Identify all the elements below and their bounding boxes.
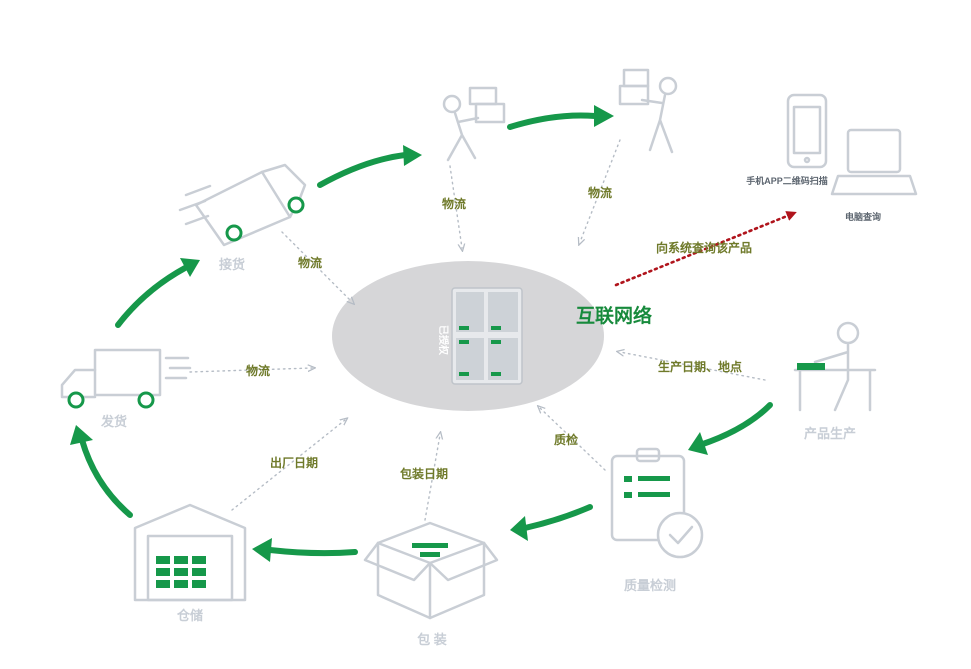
flow-line-logistics-2 — [580, 139, 621, 242]
quality-node: 质量检测 — [610, 447, 704, 593]
smartphone-icon — [786, 93, 828, 169]
worker-carrying-icon — [442, 86, 506, 162]
label-qc: 质检 — [554, 432, 578, 447]
receiving-node: 接货 — [178, 163, 307, 272]
flow-line-qc — [540, 408, 606, 471]
hub: 已授权 互联网络 — [332, 261, 652, 411]
flow-line-logistics-3 — [281, 231, 352, 302]
label-packaging: 包 装 — [417, 632, 447, 647]
arrow-head — [594, 105, 614, 127]
label-phone-scan: 手机APP二维码扫描 — [746, 175, 828, 186]
flow-line-pack-date — [424, 435, 440, 521]
worker-desk-icon — [793, 321, 877, 412]
label-logistics-3: 物流 — [298, 255, 322, 270]
arrow-head — [252, 538, 272, 562]
label-quality: 质量检测 — [624, 578, 676, 593]
label-logistics-4: 物流 — [246, 363, 270, 378]
arrow-head — [70, 425, 93, 445]
server-rack-icon: 已授权 — [437, 287, 523, 385]
truck-icon — [60, 348, 192, 409]
flow-lines — [189, 139, 797, 521]
shipping-node: 发货 — [60, 348, 192, 429]
packaging-node: 包 装 — [363, 521, 499, 647]
arrow-head — [403, 145, 422, 166]
label-shipping: 发货 — [100, 414, 127, 429]
laptop-icon — [830, 128, 918, 196]
arrow-warehouse-to-shipping — [79, 437, 133, 518]
phone-scan-node: 手机APP二维码扫描 — [746, 93, 828, 186]
arrow-head — [688, 432, 708, 455]
label-logistics-1: 物流 — [442, 196, 466, 211]
label-warehouse: 仓储 — [176, 608, 203, 623]
worker-carrying-icon — [618, 68, 678, 154]
label-pc-query: 电脑查询 — [845, 211, 881, 222]
label-factory-date: 出厂日期 — [270, 455, 318, 470]
box-icon — [363, 521, 499, 620]
warehouse-icon — [133, 503, 247, 602]
query-arrow — [614, 211, 797, 287]
label-pack-date: 包装日期 — [399, 466, 448, 481]
hub-title: 互联网络 — [576, 304, 652, 327]
truck-icon — [178, 163, 307, 247]
arrow-head — [180, 258, 200, 277]
flow-labels: 物流 物流 物流 物流 生产日期、地点 质检 包装日期 出厂日期 向系统查询该产… — [246, 185, 752, 481]
clipboard-check-icon — [610, 447, 704, 559]
arrow-production-to-quality — [697, 402, 773, 448]
warehouse-node: 仓储 — [133, 503, 247, 623]
pc-query-node: 电脑查询 — [830, 128, 918, 222]
flow-line-production — [620, 352, 766, 381]
label-production-info: 生产日期、地点 — [658, 359, 742, 374]
server-label: 已授权 — [437, 325, 450, 356]
arrow-worker1-to-worker2 — [507, 112, 598, 130]
label-receiving: 接货 — [219, 257, 245, 272]
label-logistics-2: 物流 — [588, 185, 612, 200]
flow-line-factory-date — [231, 420, 345, 511]
arrow-receiving-to-worker1 — [317, 152, 408, 188]
label-query: 向系统查询该产品 — [656, 240, 752, 255]
production-node: 产品生产 — [793, 321, 877, 441]
arrow-quality-to-packaging — [522, 504, 593, 531]
arrow-packaging-to-warehouse — [267, 547, 358, 557]
cycle-arrows — [70, 105, 773, 562]
flow-line-logistics-4 — [189, 368, 312, 373]
label-production: 产品生产 — [804, 426, 856, 441]
arrow-head — [510, 516, 528, 541]
arrow-shipping-to-receiving — [115, 265, 188, 328]
